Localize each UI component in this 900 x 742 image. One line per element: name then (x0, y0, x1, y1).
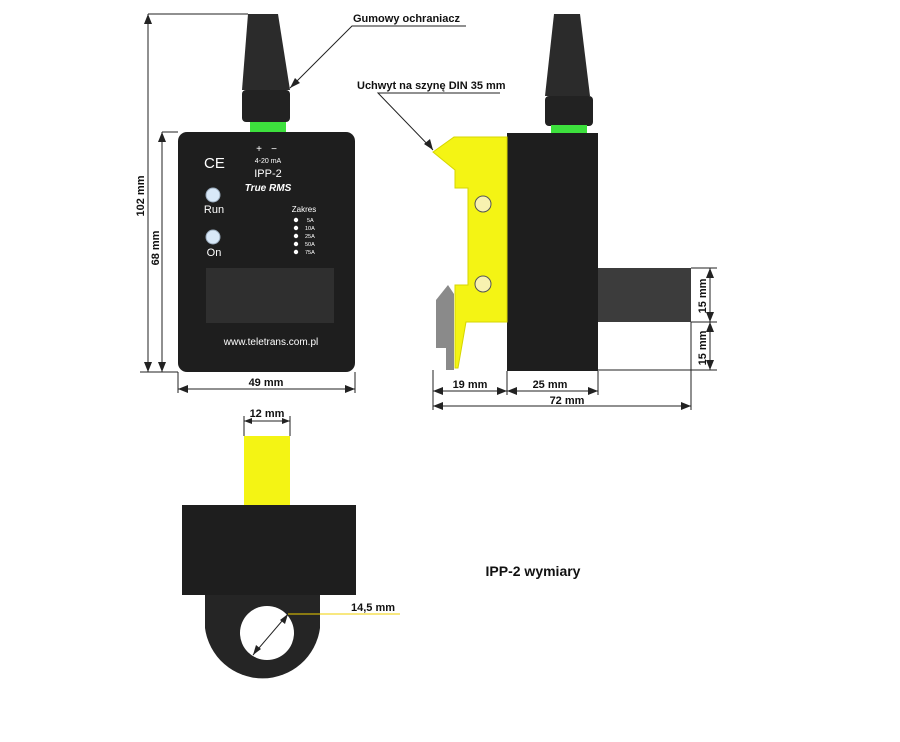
on-label: On (207, 247, 222, 259)
holder-screw (474, 275, 492, 293)
side-cable (545, 14, 590, 96)
display-window (206, 268, 334, 323)
range-led (293, 233, 299, 239)
subtitle-label: True RMS (245, 183, 292, 194)
range-item: 25A (305, 234, 315, 240)
front-view: + − 4-20 mA IPP-2 True RMS CE Run On Zak… (178, 14, 355, 372)
bottom-hole (240, 606, 294, 660)
range-item: 50A (305, 242, 315, 248)
range-led (293, 217, 299, 223)
run-led (205, 187, 221, 203)
output-label: 4-20 mA (255, 158, 282, 165)
side-view (432, 14, 691, 371)
range-item: 5A (307, 218, 314, 224)
polarity-plus: + (256, 144, 262, 155)
range-led (293, 225, 299, 231)
front-cable-gland (242, 90, 290, 122)
dim-15mm-lower: 15 mm (697, 330, 709, 365)
bottom-yellow-strip (244, 436, 290, 506)
dim-14-5mm: 14,5 mm (351, 602, 395, 614)
dim-49mm: 49 mm (249, 377, 284, 389)
polarity-minus: − (271, 144, 277, 155)
holder-screw (474, 195, 492, 213)
side-green-ring (551, 125, 587, 134)
run-label: Run (204, 204, 224, 216)
side-dimensions: 15 mm 15 mm 19 mm 25 mm 72 mm (432, 267, 717, 410)
range-led (293, 241, 299, 247)
range-list: 5A 10A 25A 50A 75A (293, 217, 315, 256)
range-item: 10A (305, 226, 315, 232)
callouts: Gumowy ochraniacz Uchwyt na szynę DIN 35… (289, 13, 506, 151)
front-dimensions: 102 mm 68 mm 49 mm (135, 13, 356, 393)
dim-72mm: 72 mm (550, 395, 585, 407)
dim-102mm: 102 mm (135, 175, 147, 216)
range-item: 75A (305, 250, 315, 256)
model-label: IPP-2 (254, 168, 282, 180)
ce-mark: CE (204, 155, 225, 172)
bottom-view: 12 mm 14,5 mm (182, 408, 400, 679)
callout-din-holder: Uchwyt na szynę DIN 35 mm (357, 80, 506, 92)
din-holder (432, 136, 508, 369)
front-cable (242, 14, 290, 90)
bottom-body (182, 505, 356, 595)
range-led (293, 249, 299, 255)
side-cable-gland (545, 96, 593, 126)
drawing-title: IPP-2 wymiary (486, 563, 581, 579)
dim-19mm: 19 mm (453, 379, 488, 391)
on-led (205, 229, 221, 245)
front-green-ring (250, 122, 286, 133)
callout-rubber-guard: Gumowy ochraniacz (353, 13, 460, 25)
website-label: www.teletrans.com.pl (223, 337, 318, 348)
dim-12mm: 12 mm (250, 408, 285, 420)
dim-15mm-upper: 15 mm (697, 278, 709, 313)
side-body (507, 133, 598, 371)
dim-25mm: 25 mm (533, 379, 568, 391)
din-clip (436, 285, 454, 370)
range-title: Zakres (292, 205, 316, 214)
side-arm (598, 268, 691, 322)
dim-68mm: 68 mm (150, 230, 162, 265)
